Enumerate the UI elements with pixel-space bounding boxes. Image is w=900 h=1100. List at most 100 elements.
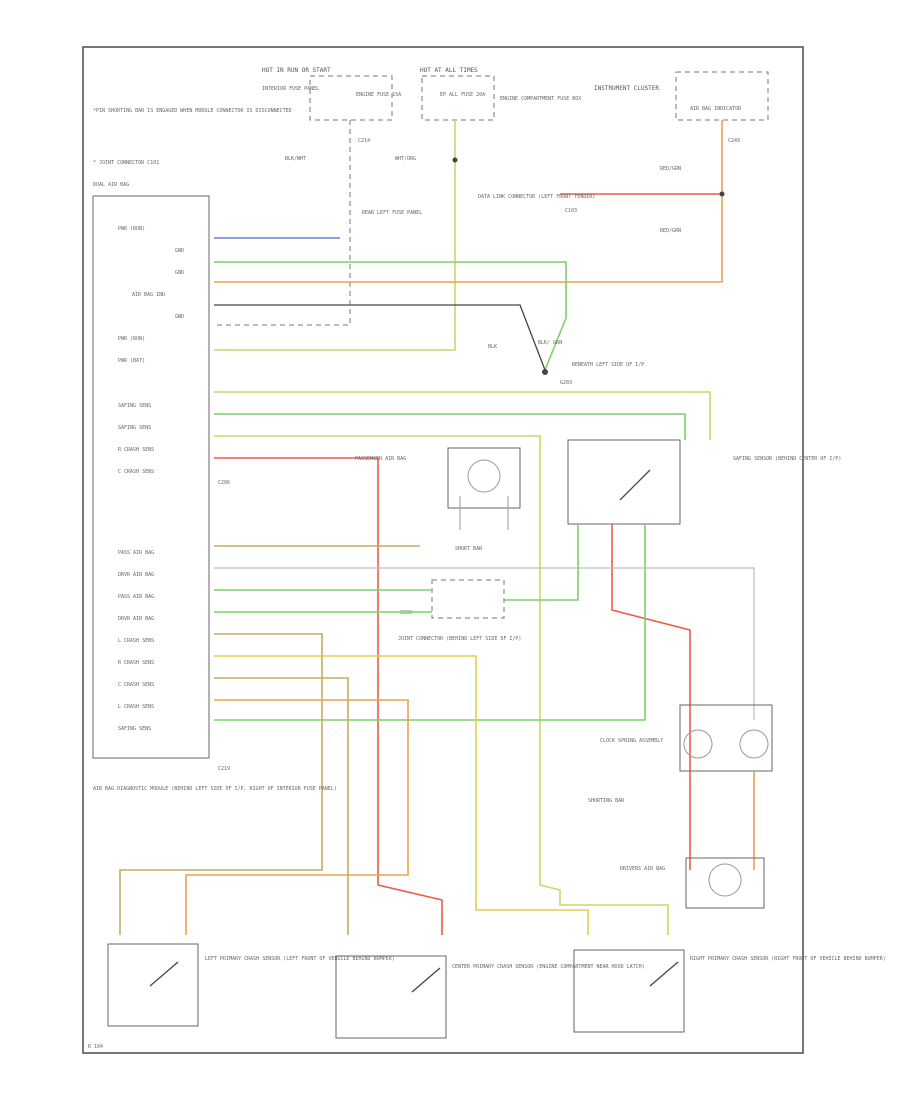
pin-label-15: DRVR AIR BAG [118, 616, 154, 622]
joint-connector-bottom-label: JOINT CONNECTOR (BEHIND LEFT SIDE OF I/P… [398, 636, 521, 642]
data-link-label: DATA LINK CONNECTOR (LEFT FRONT FENDER) [478, 194, 595, 200]
passenger-air-bag-label: PASSENGER AIR BAG [355, 456, 406, 462]
rcrash-wire [214, 435, 669, 935]
center-sensor-box [335, 955, 447, 1039]
c290-label: C290 [400, 610, 412, 616]
splice-dot-2 [719, 191, 725, 197]
pin-label-11: C CRASH SENS [118, 469, 154, 475]
ground-dot [542, 369, 548, 375]
clock-spring-right-icon [739, 729, 769, 759]
passenger-air-bag-box [447, 447, 521, 509]
g203-label: G203 [560, 380, 572, 386]
pin-label-10: R CRASH SENS [118, 447, 154, 453]
interior-fuse-panel-label: INTERIOR FUSE PANEL [262, 86, 319, 92]
bat-feed-wire [214, 120, 456, 351]
center-sensor-switch [411, 967, 441, 993]
pin-label-16: L CRASH SENS [118, 638, 154, 644]
shorting-bar-note: *PIN SHORTING BAR IS ENGAGED WHEN MODULE… [93, 108, 292, 114]
pin-label-2: GND [175, 248, 184, 254]
passenger-air-bag-icon [467, 459, 501, 493]
driver-air-bag-box [685, 857, 765, 909]
pin-label-5: GND [175, 314, 184, 320]
run-feed-dashed [214, 120, 351, 326]
instrument-cluster-box [675, 71, 769, 121]
pin-label-13: DRVR AIR BAG [118, 572, 154, 578]
diag-module-label: AIR BAG DIAGNOSTIC MODULE (BEHIND LEFT S… [93, 786, 337, 792]
rcrash-wire-2 [214, 655, 589, 935]
pin-label-19: L CRASH SENS [118, 704, 154, 710]
clock-spring-left-icon [683, 729, 713, 759]
pin-label-12: PASS AIR BAG [118, 550, 154, 556]
beside-connector-label: BENEATH LEFT SIDE OF I/P [572, 362, 644, 368]
c214-label: C214 [358, 138, 370, 144]
short-bar-label: SHORT BAR [455, 546, 483, 552]
pin-label-3: GND [175, 270, 184, 276]
redgrn-label-1: RED/GRN [660, 166, 681, 172]
blk-label: BLK [488, 344, 497, 350]
clock-spring-label: CLOCK SPRING ASSEMBLY [600, 738, 663, 744]
ccrash-wire-2 [214, 677, 349, 935]
pin-label-1: PWR (RUN) [118, 226, 145, 232]
gray-loop-wire [214, 567, 755, 720]
dual-air-bag-note: DUAL AIR BAG [93, 182, 129, 188]
pin-label-7: PWR (BAT) [118, 358, 145, 364]
lcrash-wire-2 [185, 699, 409, 935]
interior-fuse-panel-box [309, 75, 393, 121]
pass-bag-leads [459, 496, 509, 530]
pin-label-9: SAFING SENS [118, 425, 151, 431]
diagnostic-module-box [92, 195, 210, 759]
pin-label-4: AIR BAG IND [132, 292, 165, 298]
joint-to-sensor [504, 524, 579, 601]
blk-grn-label: BLK/ GRN [538, 340, 562, 346]
hot-all-label: HOT AT ALL TIMES [420, 67, 478, 74]
shorting-bar2-label: SHORTING BAR [588, 798, 625, 804]
right-sensor-box [573, 949, 685, 1033]
footer-label: R 104 [88, 1044, 103, 1050]
pin-label-18: C CRASH SENS [118, 682, 154, 688]
redgrn-label-2: RED/GRN [660, 228, 681, 234]
pin-label-14: PASS AIR BAG [118, 594, 154, 600]
gnd-green-wire [214, 261, 567, 371]
pin-label-20: SAFING SENS [118, 726, 151, 732]
gnd-black-wire [214, 304, 546, 371]
joint-connector-box [431, 579, 505, 619]
ccrash-wire [214, 457, 443, 935]
clock-spring-box [679, 704, 773, 772]
splice-dot [452, 157, 458, 163]
safing-sensor-label: SAFING SENSOR (BEHIND CENTER OF I/P) [733, 456, 841, 462]
safing-wire-2 [214, 413, 686, 440]
safing-switch [619, 469, 651, 501]
ep-fuse-label: EP ALL FUSE 20A [440, 92, 485, 98]
safing-sensor-box [567, 439, 681, 525]
air-bag-lamp-label: AIR BAG INDICATOR [690, 106, 742, 112]
engine-fuse-label: ENGINE FUSE 15A [356, 92, 401, 98]
right-sensor-label: RIGHT PRIMARY CRASH SENSOR (RIGHT FRONT … [690, 956, 886, 962]
hot-run-label: HOT IN RUN OR START [262, 67, 331, 74]
center-sensor-label: CENTER PRIMARY CRASH SENSOR (ENGINE COMP… [452, 964, 645, 970]
right-sensor-switch [649, 961, 679, 987]
engine-compartment-fuse-box-label: ENGINE COMPARTMENT FUSE BOX [500, 96, 581, 102]
pin-label-17: R CRASH SENS [118, 660, 154, 666]
c249-label: C249 [728, 138, 740, 144]
lcrash-wire-1 [119, 633, 323, 935]
pin-label-6: PWR (RUN) [118, 336, 145, 342]
c206-label: C206 [218, 480, 230, 486]
driver-air-bag-icon [708, 863, 742, 897]
diagram-frame [82, 46, 804, 1054]
safing-to-joint-green [214, 524, 646, 721]
pin-label-8: SAFING SENS [118, 403, 151, 409]
joint-connector-top-label: * JOINT CONNECTOR C101 [93, 160, 159, 166]
left-sensor-label: LEFT PRIMARY CRASH SENSOR (LEFT FRONT OF… [205, 956, 395, 962]
engine-compartment-fuse-box [421, 75, 495, 121]
c103-label: C103 [565, 208, 577, 214]
left-sensor-switch [149, 961, 179, 987]
safing-wire-1 [214, 391, 711, 440]
c219-label: C219 [218, 766, 230, 772]
left-sensor-box [107, 943, 199, 1027]
rear-fuse-label: REAR LEFT FUSE PANEL [362, 210, 422, 216]
air-bag-ind-wire [214, 120, 723, 283]
drivers-air-bag-label: DRIVERS AIR BAG [620, 866, 665, 872]
wht-org-label: WHT/ORG [395, 156, 416, 162]
instrument-cluster-label: INSTRUMENT CLUSTER [594, 85, 659, 92]
